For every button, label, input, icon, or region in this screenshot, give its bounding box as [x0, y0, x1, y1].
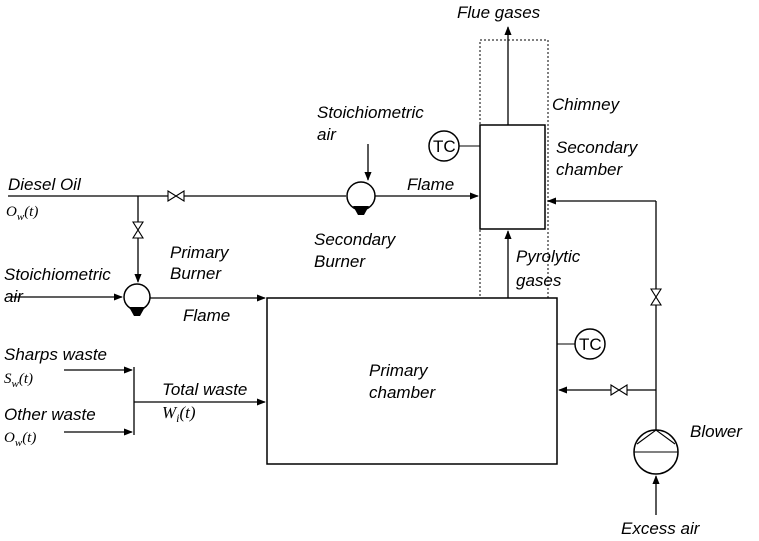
- diesel-oil-label: Diesel Oil: [8, 175, 82, 194]
- chimney-label: Chimney: [552, 95, 621, 114]
- sharps-waste-label: Sharps waste: [4, 345, 107, 364]
- secondary-burner-base: [353, 206, 369, 215]
- stoich-air-left-label: Stoichiometric: [4, 265, 111, 284]
- tc-secondary-label: TC: [433, 137, 456, 156]
- pyrolytic-gases-label-2: gases: [516, 271, 562, 290]
- blower-label: Blower: [690, 422, 743, 441]
- wi-variable: Wi(t): [162, 403, 196, 425]
- primary-fuel-valve: [132, 221, 144, 239]
- tc-primary-label: TC: [579, 335, 602, 354]
- sw-variable: Sw(t): [4, 371, 33, 390]
- total-waste-label: Total waste: [162, 380, 247, 399]
- primary-burner-label-2: Burner: [170, 264, 222, 283]
- secondary-chamber-box: [479, 124, 546, 230]
- flame-bottom-label: Flame: [183, 306, 230, 325]
- secondary-burner: [346, 181, 376, 211]
- other-waste-label: Other waste: [4, 405, 96, 424]
- stoich-air-top-label-2: air: [317, 125, 337, 144]
- secondary-burner-label: Secondary: [314, 230, 397, 249]
- primary-burner-base: [129, 307, 145, 316]
- excess-air-label: Excess air: [621, 519, 701, 538]
- flue-gases-label: Flue gases: [457, 3, 541, 22]
- diesel-valve: [167, 190, 185, 202]
- ow-other-variable: Ow(t): [4, 430, 36, 449]
- secondary-air-valve: [650, 288, 662, 306]
- secondary-chamber-label-2: chamber: [556, 160, 623, 179]
- primary-chamber-label: Primary: [369, 361, 429, 380]
- stoich-air-top-label: Stoichiometric: [317, 103, 424, 122]
- flame-top-label: Flame: [407, 175, 454, 194]
- primary-air-valve: [610, 384, 628, 396]
- secondary-burner-label-2: Burner: [314, 252, 366, 271]
- primary-chamber-label-2: chamber: [369, 383, 436, 402]
- secondary-chamber-label: Secondary: [556, 138, 639, 157]
- primary-burner: [123, 283, 151, 311]
- ow-main-variable: Ow(t): [6, 204, 38, 223]
- primary-chamber-box: [266, 297, 558, 465]
- stoich-air-left-label-2: air: [4, 287, 24, 306]
- primary-burner-label: Primary: [170, 243, 230, 262]
- pyrolytic-gases-label: Pyrolytic: [516, 247, 581, 266]
